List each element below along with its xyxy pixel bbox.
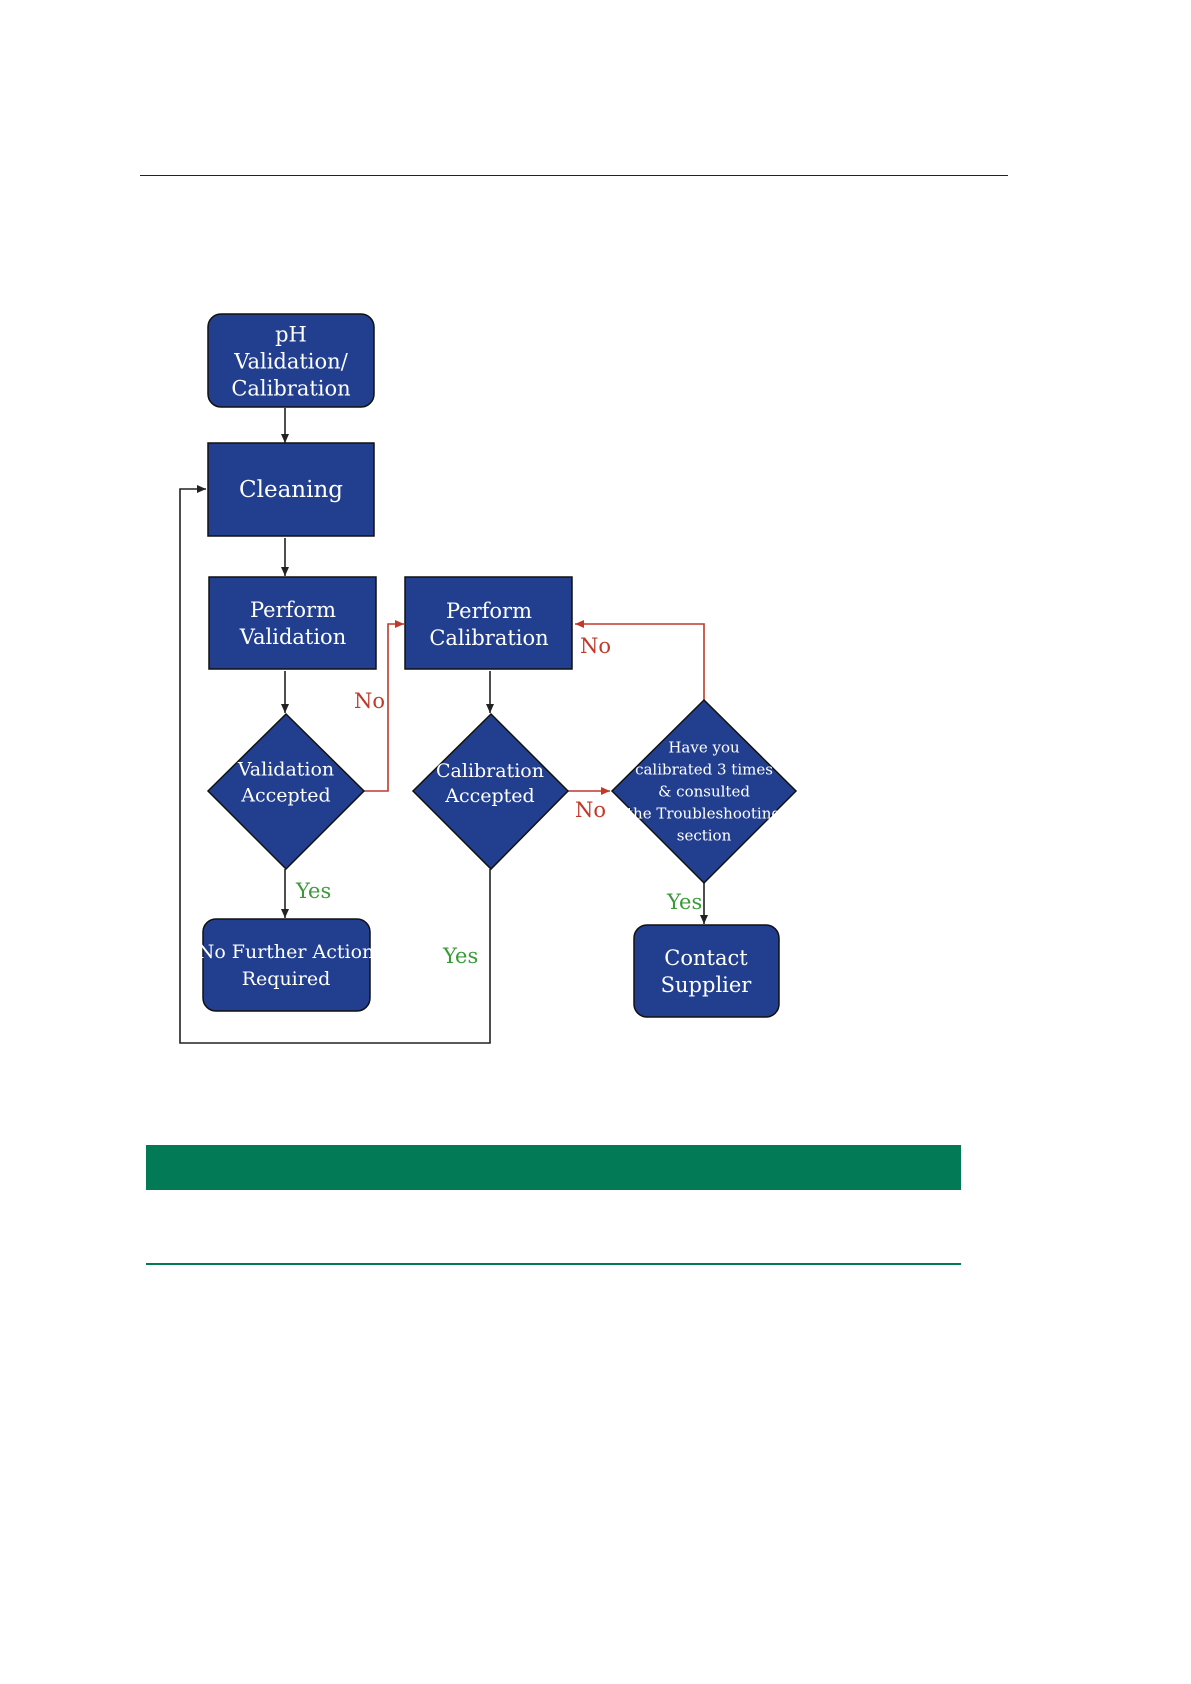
calibration-no-label: No [575, 798, 606, 822]
node-label-line: No Further Action [198, 941, 375, 963]
node-cleaning: Cleaning [208, 443, 374, 536]
node-label-line: Contact [664, 946, 748, 970]
node-label-line: & consulted [658, 782, 750, 800]
troubleshoot-no-label: No [580, 634, 611, 658]
ph-validation-flowchart: pH Validation/Calibration Cleaning Perfor… [0, 0, 1191, 1100]
node-label-line: Perform [446, 599, 532, 623]
node-troubleshoot-check: Have you calibrated 3 times & consulted the… [612, 700, 796, 883]
no-further-action-box [203, 919, 370, 1011]
node-label-line: Accepted [444, 785, 534, 807]
validation-yes-label: Yes [295, 879, 331, 903]
node-label-line: calibrated 3 times [635, 760, 773, 778]
node-label-line: Required [242, 968, 331, 990]
node-label-line: pH [275, 322, 307, 346]
perform-validation-box [209, 577, 376, 669]
section-footer-rule [146, 1263, 961, 1265]
node-label-line: Cleaning [239, 477, 343, 503]
contact-supplier-box [634, 925, 779, 1017]
troubleshoot-yes-label: Yes [666, 890, 702, 914]
node-label-line: Calibration [436, 760, 544, 782]
node-label-line: Validation [237, 759, 334, 781]
section-header-band [146, 1145, 961, 1190]
node-label-line: Calibration [429, 626, 548, 650]
node-label-line: Calibration [231, 376, 350, 400]
node-label-line: Accepted [240, 785, 330, 807]
node-label-line: Have you [668, 738, 740, 756]
cleaning-label: Cleaning [239, 477, 343, 503]
validation-no-label: No [354, 689, 385, 713]
perform-calibration-box [405, 577, 572, 669]
node-label-line: Supplier [661, 973, 753, 997]
node-label-line: section [677, 826, 732, 844]
node-label-line: Perform [250, 598, 336, 622]
node-label-line: Validation/ [233, 349, 348, 373]
node-label-line: the Troubleshooting [627, 804, 781, 822]
node-label-line: Validation [239, 625, 346, 649]
calibration-yes-label: Yes [442, 944, 478, 968]
node-start: pH Validation/Calibration [208, 314, 374, 407]
